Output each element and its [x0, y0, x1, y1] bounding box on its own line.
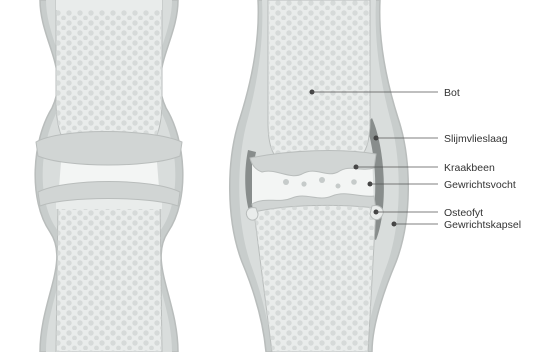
label-cartilage-text: Kraakbeen [444, 162, 495, 174]
healthy-joint [35, 0, 183, 352]
healthy-upper-cartilage [36, 132, 182, 166]
label-bone-text: Bot [444, 87, 460, 99]
label-synovial-fluid-text: Gewrichtsvocht [444, 179, 516, 191]
label-synovial-membrane-text: Slijmvlieslaag [444, 133, 508, 145]
label-joint-capsule-text: Gewrichtskapsel [444, 219, 521, 231]
label-joint-capsule: Gewrichtskapsel [392, 219, 522, 231]
arthritic-joint [230, 0, 409, 352]
label-osteophyte-text: Osteofyt [444, 207, 483, 219]
